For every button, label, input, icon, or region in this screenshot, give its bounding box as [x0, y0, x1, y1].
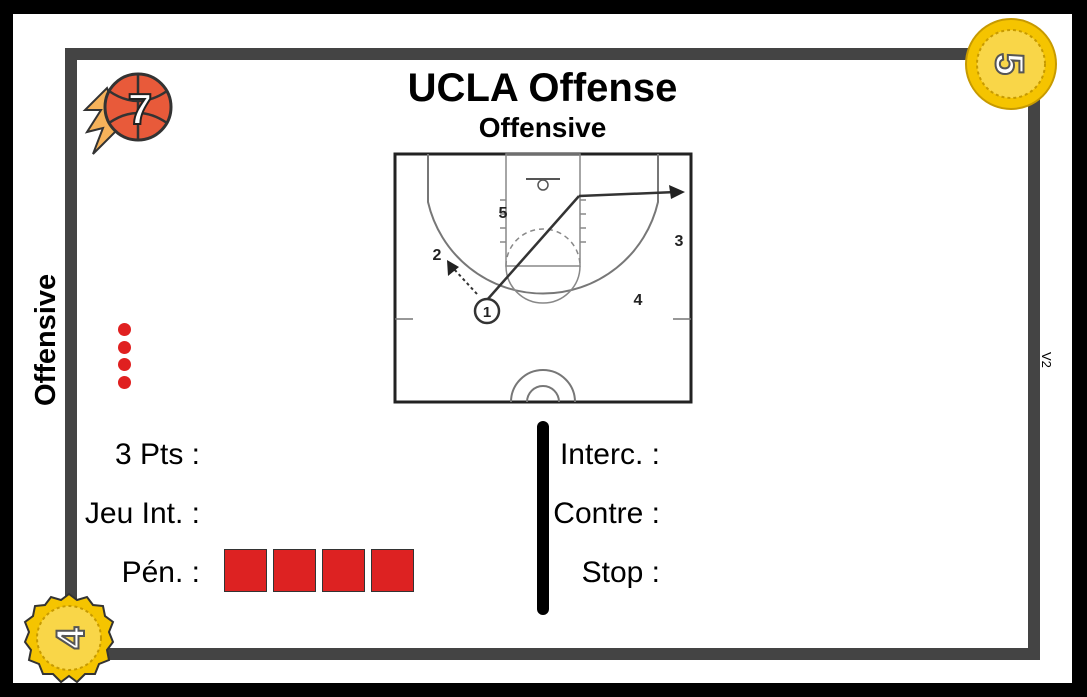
- red-dot: [118, 340, 131, 354]
- penalty-box[interactable]: [224, 549, 267, 592]
- coin-bottom-value: 4: [49, 626, 93, 649]
- coin-top-value: 5: [987, 53, 1031, 75]
- play-card: UCLA Offense Offensive Offensive V2: [13, 14, 1072, 684]
- basketball-badge: 7: [82, 72, 173, 155]
- interc-label: Interc. :: [559, 438, 660, 471]
- ball-value: 7: [128, 85, 152, 134]
- play-diagram: 1 2 3 4 5: [393, 152, 693, 404]
- stop-label: Stop :: [581, 556, 660, 589]
- coin-bottom-badge: 4: [23, 592, 115, 684]
- three-pts-label: 3 Pts :: [114, 438, 200, 471]
- player-4-label: 4: [634, 292, 643, 309]
- penalty-boxes: [224, 549, 414, 592]
- coin-top-badge: 5: [965, 18, 1057, 110]
- card-subtitle: Offensive: [478, 112, 607, 143]
- card-title: UCLA Offense: [407, 66, 678, 110]
- column-divider: [537, 421, 549, 615]
- player-2-label: 2: [433, 247, 442, 264]
- red-dot: [118, 323, 131, 336]
- contre-label: Contre :: [553, 497, 660, 530]
- red-dots: [118, 323, 131, 393]
- player-3-label: 3: [675, 233, 684, 250]
- side-label: Offensive: [30, 273, 62, 406]
- version-label: V2: [1039, 352, 1054, 368]
- red-dot: [118, 375, 131, 389]
- basketball-icon: [82, 72, 173, 155]
- penalty-box[interactable]: [322, 549, 365, 592]
- jeu-int-label: Jeu Int. :: [84, 497, 200, 530]
- coin-icon: [965, 18, 1057, 110]
- penalty-box[interactable]: [371, 549, 414, 592]
- pen-label: Pén. :: [121, 556, 200, 589]
- red-dot: [118, 358, 131, 371]
- player-5-label: 5: [499, 205, 508, 222]
- player-1-label: 1: [483, 304, 491, 321]
- coin-icon: [23, 592, 115, 684]
- penalty-box[interactable]: [273, 549, 316, 592]
